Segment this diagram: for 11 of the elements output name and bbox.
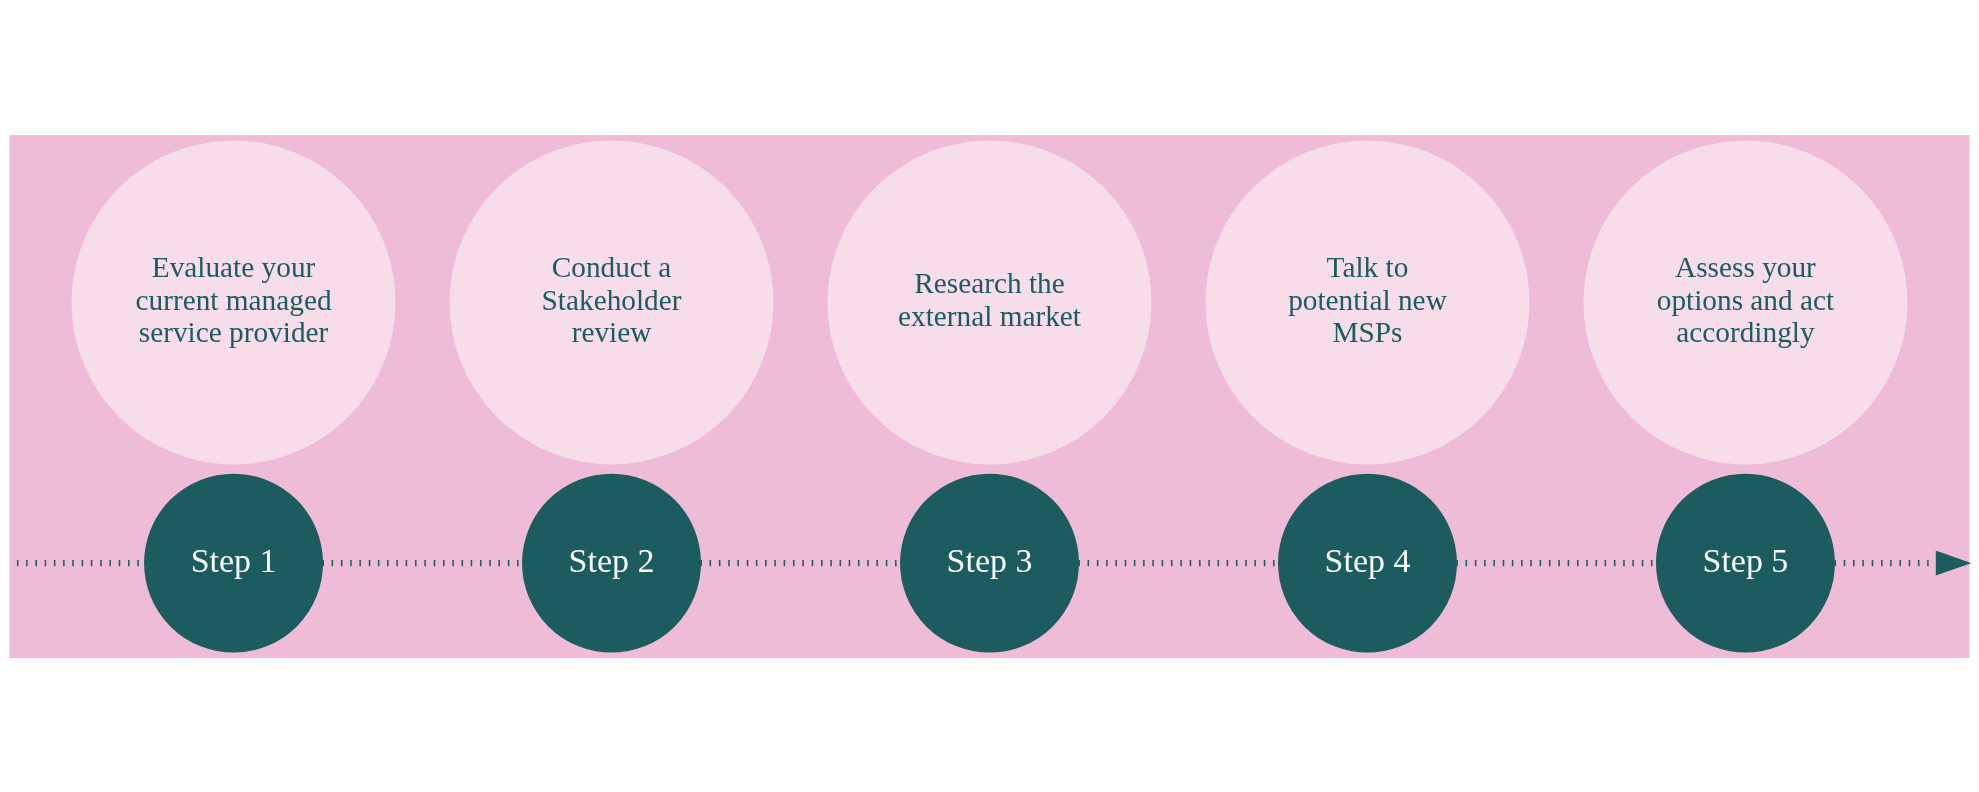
node-circle: Talk to potential new MSPs [1205,139,1530,464]
arrow [1834,550,1971,576]
node-circle: Conduct a Stakeholder review [449,139,774,464]
node-circle: Evaluate your current managed service provider [71,139,396,464]
node-circle: Step 5 [1656,473,1835,653]
node-circle: Step 3 [900,473,1079,653]
node-circle: Step 4 [1278,473,1457,653]
node-circle: Step 1 [144,473,323,653]
node-circle: Research the external market [827,139,1152,464]
node-circle: Step 2 [522,473,701,653]
node-circle: Assess your options and act accordingly [1583,139,1908,464]
